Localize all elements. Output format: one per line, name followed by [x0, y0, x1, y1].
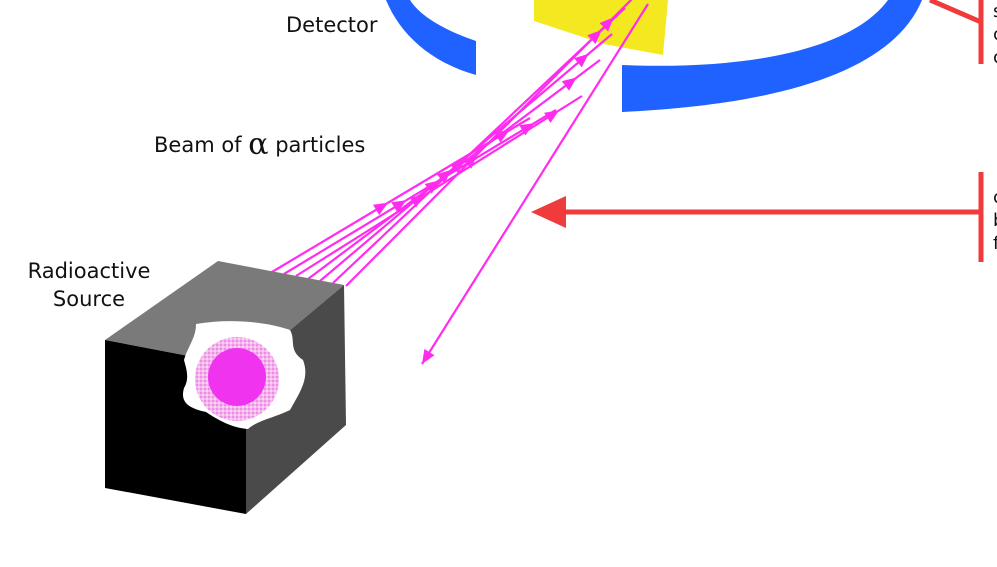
callout-middle: [531, 172, 984, 262]
source-core: [208, 348, 266, 406]
arrowhead-icon: [436, 169, 452, 184]
alpha-beam: [271, 0, 649, 365]
arrowhead-icon: [391, 200, 407, 213]
cropped-text-middle: cbf: [993, 187, 997, 254]
arrowhead-icon: [544, 110, 560, 123]
radioactive-source-box: [105, 261, 346, 514]
beam-ray-2: [283, 109, 557, 275]
source-label-line1: Radioactive: [27, 259, 151, 283]
alpha-symbol: α: [248, 127, 269, 162]
detector-ring-right-arc: [622, 0, 922, 112]
arrowhead-icon: [519, 123, 535, 136]
arrowhead-icon: [422, 349, 435, 364]
box-top-face: [105, 261, 344, 367]
beam-label-suffix: particles: [268, 133, 366, 157]
arrowhead-icon: [561, 77, 577, 91]
arrowhead-icon: [373, 202, 389, 215]
callout-top-pointer: [929, 0, 982, 25]
source-label-line2: Source: [52, 287, 126, 311]
arrowhead-icon: [409, 195, 425, 208]
beam-ray-3: [295, 95, 583, 277]
arrowhead-icon: [574, 53, 589, 68]
source-label: Radioactive Source: [14, 257, 164, 313]
detector-ring-left-arc: [386, 0, 476, 75]
callout-top: [929, 0, 984, 64]
scattered-ray: [421, 3, 649, 365]
box-side-face: [246, 285, 346, 514]
beam-label-prefix: Beam of: [154, 133, 249, 157]
beam-label: Beam of α particles: [154, 130, 366, 160]
beam-ray-7: [345, 0, 633, 287]
arrowhead-icon: [531, 196, 566, 228]
arrowhead-icon: [450, 159, 465, 174]
arrowhead-icon: [599, 17, 614, 32]
cropped-text-top: scc: [993, 0, 997, 69]
arrowhead-icon: [462, 154, 477, 169]
gold-foil: [534, 0, 668, 55]
detector-ring: [386, 0, 922, 112]
detector-label: Detector: [286, 13, 378, 37]
